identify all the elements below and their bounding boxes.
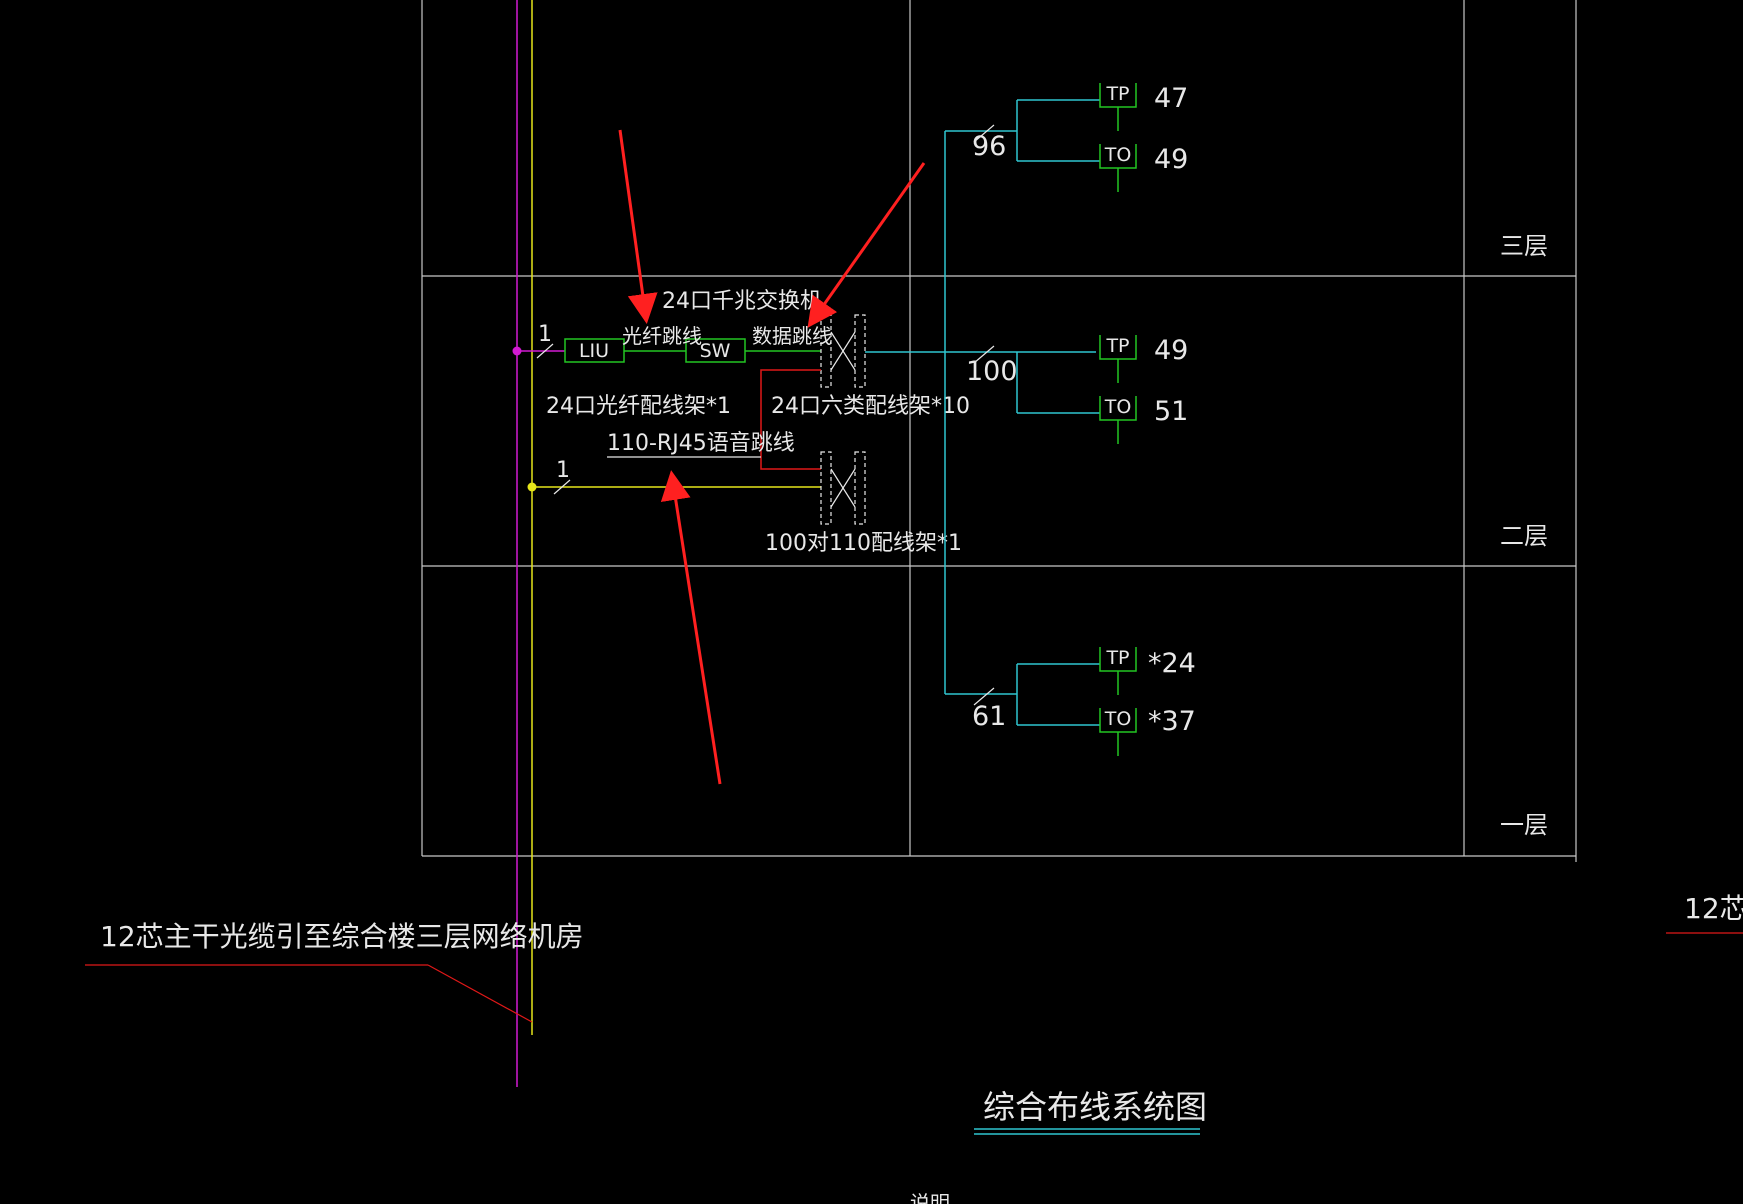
to-label-3f: TO [1104, 144, 1132, 166]
to-count-1f: *37 [1148, 706, 1196, 737]
data-jumper-label: 数据跳线 [752, 324, 832, 348]
cable-count-3f: 96 [972, 131, 1006, 162]
fiber-frame-label: 24口光纤配线架*1 [546, 394, 731, 419]
to-label-1f: TO [1104, 708, 1132, 730]
to-label-2f: TO [1104, 396, 1132, 418]
annotation-arrow-voice-jumper [660, 470, 722, 785]
tp-count-2f: 49 [1154, 335, 1188, 366]
cat6-patch-panel [820, 314, 866, 388]
tp-count-3f: 47 [1154, 83, 1188, 114]
backbone-callout: 12芯主干光缆引至综合楼三层网络机房 [85, 920, 584, 1023]
tp-label-3f: TP [1105, 83, 1129, 105]
annotation-arrow-fiber-jumper [618, 129, 658, 324]
right-callout: 12芯主 [1666, 892, 1743, 934]
tp-count-1f: *24 [1148, 648, 1196, 679]
voice-count: 1 [556, 458, 570, 483]
voice-count-tick [553, 479, 571, 495]
drawing-title: 综合布线系统图 [974, 1088, 1207, 1135]
cable-count-1f: 61 [972, 701, 1006, 732]
floor-label-1: 一层 [1500, 811, 1548, 839]
svg-text:LIU: LIU [579, 340, 609, 362]
to-count-2f: 51 [1154, 396, 1188, 427]
floor-label-2: 二层 [1500, 522, 1548, 550]
tp-label-1f: TP [1105, 647, 1129, 669]
right-callout-text: 12芯主 [1684, 892, 1743, 925]
liu-box: LIU [564, 338, 625, 363]
outlet-group-1f: 61 TP *24 TO *37 [972, 647, 1196, 756]
cross-connect-link [760, 369, 821, 470]
svg-text:SW: SW [700, 340, 731, 362]
outlet-group-2f: 100 TP 49 TO 51 [966, 335, 1188, 444]
backbone-callout-text: 12芯主干光缆引至综合楼三层网络机房 [100, 920, 584, 953]
cat6-frame-label: 24口六类配线架*10 [771, 394, 970, 419]
outlet-group-3f: 96 TP 47 TO 49 [972, 83, 1188, 192]
floor-label-3: 三层 [1500, 232, 1548, 260]
fiber-count-tick [536, 343, 554, 359]
to-count-3f: 49 [1154, 144, 1188, 175]
tp-label-2f: TP [1105, 335, 1129, 357]
fiber-jumper-label: 光纤跳线 [622, 324, 702, 348]
patch-panel-110 [820, 451, 866, 525]
voice-jumper-label: 110-RJ45语音跳线 [607, 431, 795, 456]
drawing-title-text: 综合布线系统图 [983, 1088, 1207, 1126]
frame-110-label: 100对110配线架*1 [765, 531, 962, 556]
switch-label: 24口千兆交换机 [662, 289, 822, 314]
floor-grid [421, 0, 1577, 862]
annotation-arrows [618, 129, 926, 785]
bottom-cut-text: 说明 [910, 1191, 950, 1204]
cable-count-2f: 100 [966, 356, 1018, 387]
fiber-count: 1 [538, 322, 552, 347]
annotation-arrow-data-jumper [807, 162, 926, 328]
